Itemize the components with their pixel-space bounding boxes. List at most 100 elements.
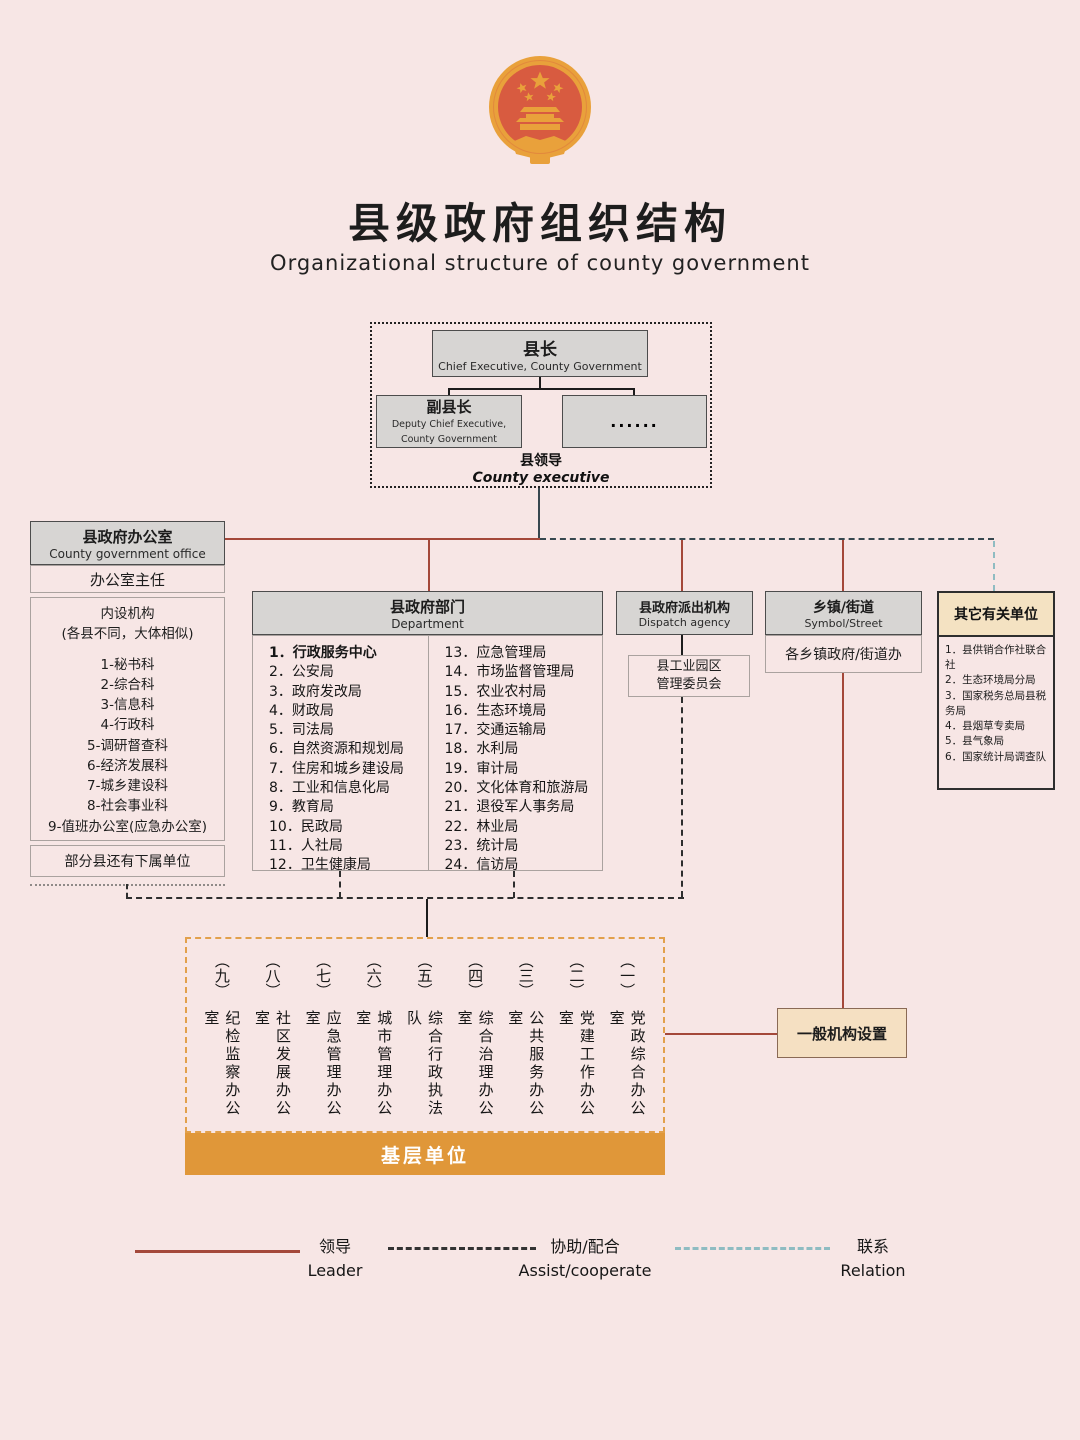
trunk-line: [538, 488, 540, 539]
department-item: 24．信访局: [444, 857, 519, 874]
legend-relation-label: 联系 Relation: [840, 1237, 906, 1280]
grassroots-unit: （三） 公共服务办公室: [506, 953, 546, 1118]
legend-leader-line: [135, 1250, 300, 1253]
chief-executive-zh: 县长: [523, 339, 557, 360]
office-header-box: 县政府办公室 County government office: [30, 521, 225, 565]
department-item: 12．卫生健康局: [269, 857, 371, 874]
grassroots-unit: （六） 城市管理办公室: [354, 953, 394, 1118]
leader-line-general: [665, 1033, 777, 1035]
assist-line-collector: [126, 897, 684, 899]
department-item: 21．退役军人事务局: [444, 799, 575, 816]
internal-org-item: 7-城乡建设科: [87, 778, 168, 794]
departments-list-box: 1．行政服务中心 2．公安局 3．政府发改局 4．财政局 5．司法局 6．自然资…: [252, 635, 603, 873]
connector-line: [539, 377, 541, 388]
grassroots-unit: （二） 党建工作办公室: [556, 953, 596, 1118]
departments-header-box: 县政府部门 Department: [252, 591, 603, 635]
leader-branch-departments: [428, 540, 430, 591]
department-item: 14．市场监督管理局: [444, 664, 575, 681]
internal-orgs-title: 内设机构: [100, 606, 155, 622]
other-unit-item: 1．县供销合作社联合社: [945, 644, 1047, 672]
page-title: 县级政府组织结构: [347, 199, 732, 248]
township-header-box: 乡镇/街道 Symbol/Street: [765, 591, 922, 635]
dispatch-title-en: Dispatch agency: [638, 616, 731, 629]
internal-orgs-list: 1-秘书科 2-综合科 3-信息科 4-行政科 5-调研督查科 6-经济发展科 …: [31, 655, 224, 837]
department-item: 3．政府发改局: [269, 683, 362, 700]
township-title-en: Symbol/Street: [804, 616, 883, 630]
deputy-chief-box: 副县长 Deputy Chief Executive, County Gover…: [376, 395, 522, 448]
connector-line: [633, 388, 635, 396]
office-director-box: 办公室主任: [30, 565, 225, 593]
general-org-box: 一般机构设置: [777, 1008, 907, 1058]
industrial-park-line2: 管理委员会: [656, 677, 722, 692]
internal-orgs-note: (各县不同，大体相似): [61, 626, 194, 643]
internal-org-item: 2-综合科: [100, 676, 155, 693]
other-unit-item: 2．生态环境局分局: [945, 674, 1036, 687]
legend-relation-line: [675, 1247, 830, 1250]
department-item: 8．工业和信息化局: [269, 780, 390, 797]
assist-line-deptright-down: [513, 871, 515, 898]
connector-line: [681, 635, 683, 655]
relation-line-vertical: [993, 541, 995, 591]
industrial-park-line1: 县工业园区: [656, 658, 722, 674]
internal-org-item: 4-行政科: [100, 717, 155, 734]
connector-line: [448, 388, 635, 390]
legend-assist-line: [388, 1247, 536, 1250]
assist-line-deptleft-down: [339, 871, 341, 898]
other-executives-box: ......: [562, 395, 707, 448]
other-units-header-box: 其它有关单位: [937, 591, 1055, 637]
department-item: 1．行政服务中心: [269, 645, 377, 661]
grassroots-units-box: （九） 纪检监察办公室 （八） 社区发展办公室 （七） 应急管理办公室 （六） …: [185, 937, 665, 1133]
department-item: 19．审计局: [444, 760, 519, 777]
legend-leader-label: 领导 Leader: [307, 1237, 363, 1280]
township-title-zh: 乡镇/街道: [812, 599, 875, 616]
internal-org-item: 8-社会事业科: [87, 798, 168, 815]
leader-branch-township: [842, 540, 844, 591]
department-item: 9．教育局: [269, 799, 334, 816]
leader-line-horizontal: [225, 538, 540, 540]
page-subtitle: Organizational structure of county gover…: [270, 251, 810, 275]
department-item: 13．应急管理局: [444, 645, 547, 661]
county-executive-caption: 县领导 County executive: [370, 450, 712, 486]
departments-title-zh: 县政府部门: [389, 597, 465, 616]
connector-line: [448, 388, 450, 396]
other-unit-item: 3．国家税务总局县税务局: [945, 689, 1047, 717]
assist-line-horizontal: [540, 538, 994, 540]
department-item: 2．公安局: [269, 664, 334, 681]
dispatch-header-box: 县政府派出机构 Dispatch agency: [616, 591, 753, 635]
department-item: 7．住房和城乡建设局: [269, 760, 404, 777]
internal-org-item: 3-信息科: [100, 697, 155, 713]
grassroots-unit: （九） 纪检监察办公室: [202, 953, 242, 1118]
leader-branch-dispatch: [681, 540, 683, 591]
department-item: 10．民政局: [269, 818, 343, 835]
department-item: 20．文化体育和旅游局: [444, 780, 589, 797]
national-emblem-icon: [489, 56, 591, 164]
department-item: 18．水利局: [444, 741, 519, 758]
department-item: 16．生态环境局: [444, 702, 547, 719]
grassroots-unit: （一） 党政综合办公室: [607, 953, 647, 1118]
other-unit-item: 4．县烟草专卖局: [945, 720, 1026, 733]
office-footnote-box: 部分县还有下属单位: [30, 845, 225, 877]
departments-column-right: 13．应急管理局 14．市场监督管理局 15．农业农村局 16．生态环境局 17…: [427, 636, 603, 873]
internal-org-item: 6-经济发展科: [87, 757, 168, 774]
department-item: 5．司法局: [269, 722, 334, 739]
department-item: 11．人社局: [269, 837, 343, 854]
department-item: 4．财政局: [269, 702, 334, 719]
chief-executive-en: Chief Executive, County Government: [438, 359, 642, 373]
department-item: 23．统计局: [444, 837, 519, 854]
grassroots-bar: 基层单位: [185, 1133, 665, 1175]
internal-org-item: 9-值班办公室(应急办公室): [48, 818, 207, 835]
deputy-chief-en2: County Government: [400, 434, 498, 445]
other-units-list-box: 1．县供销合作社联合社 2．生态环境局分局 3．国家税务总局县税务局 4．县烟草…: [937, 637, 1055, 790]
township-offices-box: 各乡镇政府/街道办: [765, 635, 922, 673]
department-item: 6．自然资源和规划局: [269, 741, 404, 758]
department-item: 22．林业局: [444, 818, 519, 835]
other-unit-item: 6．国家统计局调查队: [945, 750, 1047, 763]
internal-org-item: 5-调研督查科: [87, 737, 168, 754]
office-title-en: County government office: [49, 546, 206, 561]
legend-assist-label: 协助/配合 Assist/cooperate: [518, 1237, 652, 1280]
other-unit-item: 5．县气象局: [945, 735, 1005, 748]
county-executive-caption-en: County executive: [472, 470, 610, 486]
internal-org-item: 1-秘书科: [100, 656, 155, 673]
deputy-chief-zh: 副县长: [426, 397, 472, 416]
